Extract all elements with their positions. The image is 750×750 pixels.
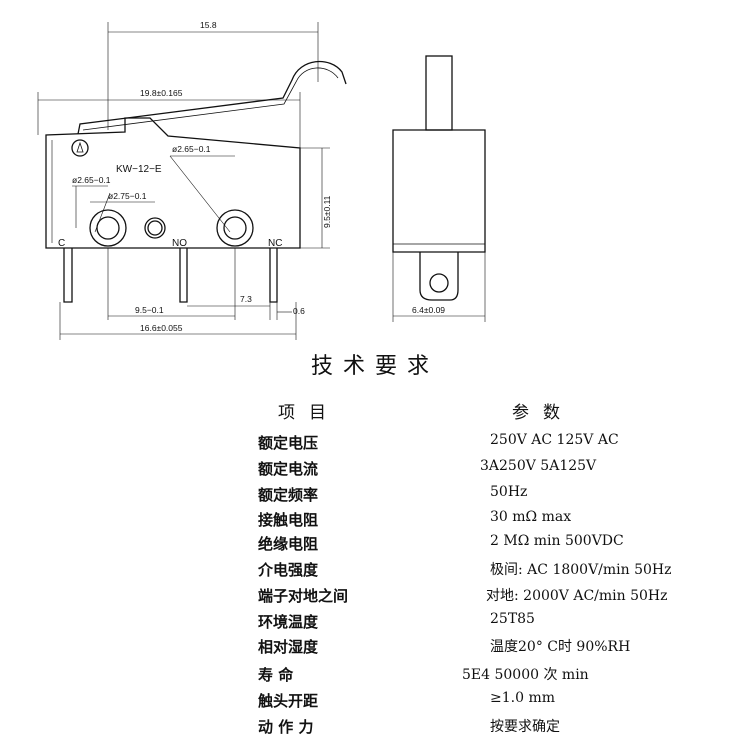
dim-height: 9.5±0.11 bbox=[322, 195, 332, 228]
spec-row-name: 额定电压 bbox=[258, 434, 319, 452]
actuator-lever bbox=[77, 60, 347, 135]
spec-row-name: 寿 命 bbox=[258, 666, 294, 684]
spec-row-value: 250V AC 125V AC bbox=[490, 432, 619, 448]
spec-row-name: 额定频率 bbox=[258, 486, 319, 504]
spec-row-value: ≥1.0 mm bbox=[490, 690, 555, 706]
spec-row-name: 相对湿度 bbox=[258, 638, 319, 656]
spec-row-value: 对地: 2000V AC/min 50Hz bbox=[486, 588, 668, 604]
terminal-nc bbox=[269, 248, 278, 303]
dim-no-nc-spacing: 7.3 bbox=[240, 294, 252, 304]
terminal-no bbox=[179, 248, 188, 303]
side-body bbox=[392, 129, 486, 253]
dim-pin-hole: ø2.65−0.1 bbox=[172, 144, 211, 154]
spec-row-value: 25T85 bbox=[490, 611, 535, 627]
spec-row-name: 额定电流 bbox=[258, 460, 319, 478]
spec-row-name: 接触电阻 bbox=[258, 511, 319, 529]
spec-row-name: 介电强度 bbox=[258, 561, 319, 579]
dim-pin-spacing: 9.5−0.1 bbox=[135, 305, 164, 315]
spec-row-value: 温度20° C时 90%RH bbox=[490, 639, 631, 655]
spec-row-value: 5E4 50000 次 min bbox=[462, 667, 589, 683]
terminal-c bbox=[63, 248, 73, 303]
dim-center-hole: ø2.75−0.1 bbox=[108, 191, 147, 201]
spec-row-name: 端子对地之间 bbox=[258, 587, 349, 605]
terminal-label-no: NO bbox=[172, 238, 187, 249]
spec-title: 技术要求 bbox=[310, 354, 439, 379]
spec-row-value: 3A250V 5A125V bbox=[480, 458, 597, 474]
dim-side-width: 6.4±0.09 bbox=[412, 305, 445, 315]
dim-body-width: 19.8±0.165 bbox=[140, 88, 183, 98]
spec-row-value: 按要求确定 bbox=[490, 719, 560, 735]
header-param: 参数 bbox=[512, 403, 574, 423]
pivot-circle bbox=[71, 139, 89, 157]
mount-hole-center bbox=[144, 217, 166, 239]
header-item: 项目 bbox=[278, 403, 340, 423]
spec-row-name: 触头开距 bbox=[258, 692, 319, 710]
terminal-label-c: C bbox=[58, 238, 65, 249]
model-label: KW−12−E bbox=[116, 164, 162, 175]
spec-row-value: 30 mΩ max bbox=[490, 509, 572, 525]
dim-overall-top: 15.8 bbox=[200, 20, 217, 30]
terminal-label-nc: NC bbox=[268, 238, 282, 249]
spec-row-name: 绝缘电阻 bbox=[258, 535, 319, 553]
mount-hole-left bbox=[89, 209, 127, 247]
dim-pin-thickness: 0.6 bbox=[293, 306, 305, 316]
dim-left-hole: ø2.65−0.1 bbox=[72, 175, 111, 185]
spec-row-value: 50Hz bbox=[490, 484, 528, 500]
switch-body bbox=[45, 117, 301, 249]
side-plunger bbox=[425, 55, 453, 131]
spec-row-value: 极间: AC 1800V/min 50Hz bbox=[490, 562, 672, 578]
mount-hole-right bbox=[216, 209, 254, 247]
spec-row-value: 2 MΩ min 500VDC bbox=[490, 533, 624, 549]
spec-row-name: 环境温度 bbox=[258, 613, 319, 631]
spec-row-name: 动 作 力 bbox=[258, 718, 314, 736]
side-terminal bbox=[419, 252, 459, 301]
dim-base-width: 16.6±0.055 bbox=[140, 323, 183, 333]
